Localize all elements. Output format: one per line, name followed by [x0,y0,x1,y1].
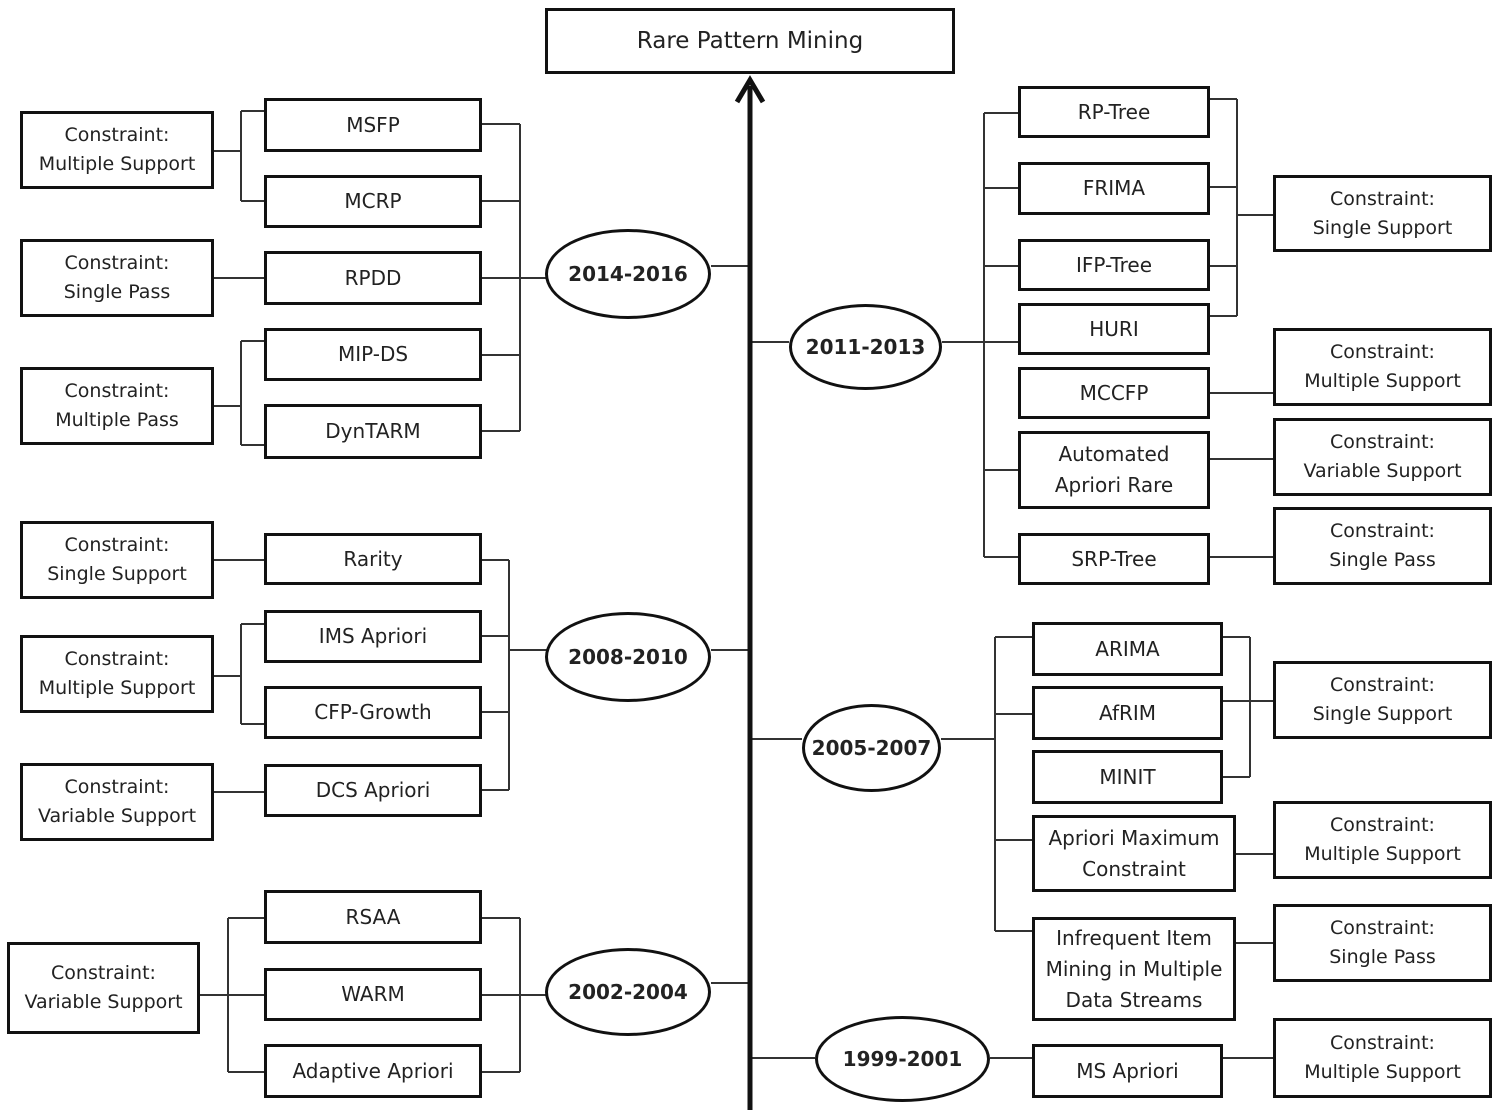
constraint-box: Constraint: Multiple Support [1273,801,1492,879]
era-1999-2001: 1999-2001 [815,1016,990,1102]
algorithm-box: MINIT [1032,750,1223,804]
constraint-box: Constraint: Single Pass [20,239,214,317]
algorithm-box: RSAA [264,890,482,944]
algorithm-box: HURI [1018,303,1210,355]
algorithm-box: RPDD [264,251,482,305]
algorithm-box: IFP-Tree [1018,239,1210,291]
page-title: Rare Pattern Mining [545,8,955,74]
constraint-box: Constraint: Multiple Pass [20,367,214,445]
algorithm-box: MCCFP [1018,367,1210,419]
constraint-box: Constraint: Variable Support [1273,418,1492,496]
constraint-box: Constraint: Single Support [1273,661,1492,739]
algorithm-box: Adaptive Apriori [264,1044,482,1098]
era-2011-2013: 2011-2013 [789,304,942,390]
constraint-box: Constraint: Single Support [1273,175,1492,252]
constraint-box: Constraint: Multiple Support [20,111,214,189]
algorithm-box: CFP-Growth [264,686,482,739]
algorithm-box: RP-Tree [1018,86,1210,138]
constraint-box: Constraint: Multiple Support [1273,1018,1492,1098]
constraint-box: Constraint: Single Pass [1273,507,1492,585]
era-2002-2004: 2002-2004 [545,948,711,1036]
algorithm-box: Rarity [264,533,482,585]
algorithm-box: DCS Apriori [264,764,482,817]
algorithm-box: ARIMA [1032,622,1223,676]
era-2014-2016: 2014-2016 [545,229,711,319]
algorithm-box: AfRIM [1032,686,1223,740]
constraint-box: Constraint: Variable Support [20,763,214,841]
algorithm-box: IMS Apriori [264,610,482,663]
algorithm-box: SRP-Tree [1018,533,1210,585]
era-2008-2010: 2008-2010 [545,612,711,702]
algorithm-box: MIP-DS [264,328,482,381]
algorithm-box: MSFP [264,98,482,152]
era-2005-2007: 2005-2007 [802,704,941,792]
algorithm-box: Automated Apriori Rare [1018,431,1210,509]
algorithm-box: Infrequent Item Mining in Multiple Data … [1032,917,1236,1021]
constraint-box: Constraint: Multiple Support [1273,328,1492,406]
algorithm-box: DynTARM [264,404,482,459]
constraint-box: Constraint: Single Support [20,521,214,599]
algorithm-box: MCRP [264,175,482,228]
algorithm-box: Apriori Maximum Constraint [1032,815,1236,892]
algorithm-box: MS Apriori [1032,1044,1223,1098]
constraint-box: Constraint: Multiple Support [20,635,214,713]
algorithm-box: WARM [264,968,482,1021]
algorithm-box: FRIMA [1018,162,1210,215]
constraint-box: Constraint: Single Pass [1273,904,1492,982]
constraint-box: Constraint: Variable Support [7,942,200,1034]
